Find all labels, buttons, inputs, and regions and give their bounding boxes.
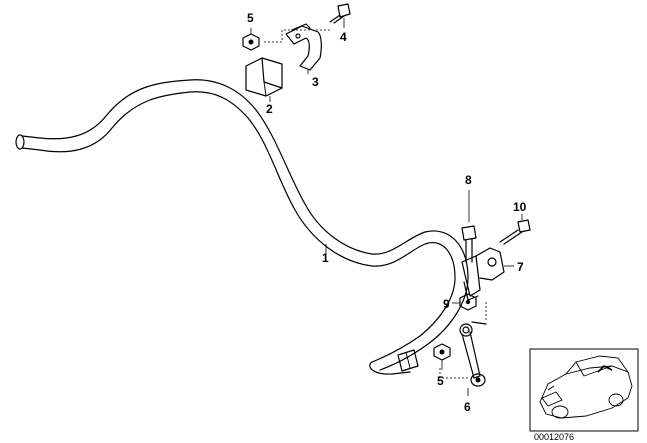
callout-4: 4 [340,30,347,44]
callout-6: 6 [464,400,471,414]
callout-9: 9 [443,297,450,311]
callout-7: 7 [517,260,524,274]
stabilizer-bar [15,79,469,375]
callout-10: 10 [513,200,527,214]
callout-2: 2 [266,102,273,116]
nut-top [242,28,260,51]
reference-number: 00012076 [534,432,574,442]
callout-5-bottom: 5 [437,374,444,388]
bolt-top [329,3,351,28]
callout-3: 3 [312,75,319,89]
vehicle-location-thumbnail: 00012076 [529,348,639,442]
nut-9 [452,293,477,311]
callout-8: 8 [465,173,472,187]
callout-5-top: 5 [247,11,254,25]
link-bracket [461,247,514,301]
stabilizer-link [459,321,487,396]
bolt-8 [461,190,477,263]
nut-bottom [433,343,451,370]
bolt-10 [499,214,531,245]
callout-1: 1 [322,251,329,265]
bracket [285,23,322,74]
rubber-mounting [245,57,283,102]
